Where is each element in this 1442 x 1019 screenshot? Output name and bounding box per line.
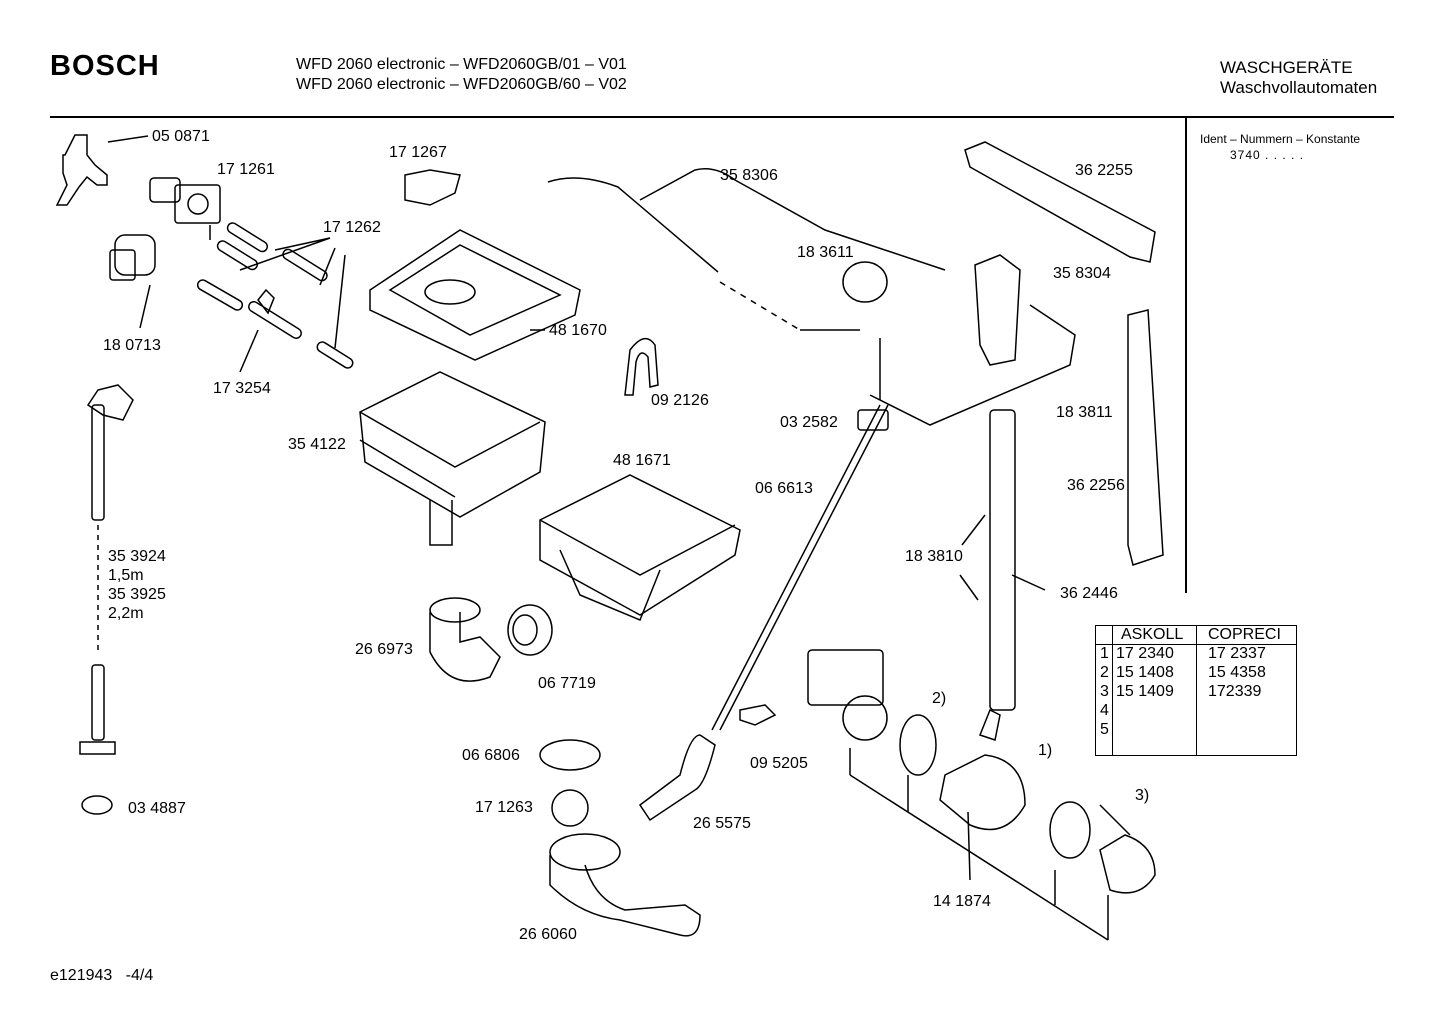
category-title: WASCHGERÄTE [1220,58,1353,77]
part-label: 18 3811 [1056,404,1113,421]
table-row-number: 1 [1100,645,1109,662]
long-hose-part [547,168,946,331]
part-label: 18 0713 [103,337,161,354]
part-label: 05 0871 [152,128,210,145]
part-label: 26 6973 [355,641,413,658]
part-label: 35 4122 [288,436,346,453]
hose-set [196,222,354,373]
callout-label: 2) [932,690,947,707]
inlet-valve-part [149,177,221,240]
drain-pump-part [807,649,1156,941]
lid-clip-part [404,169,461,206]
table-cell-askoll: 15 1409 [1116,683,1174,700]
document-code: e121943 [50,967,113,984]
table-cell-copreci: 172339 [1208,683,1262,700]
hose-option: 2,2m [108,605,144,622]
part-label: 09 2126 [651,392,709,409]
table-cell-askoll: 15 1408 [1116,664,1174,681]
fork-clip-part [624,337,659,396]
table-cell-askoll: 17 2340 [1116,645,1174,662]
table-row-number: 3 [1100,683,1109,700]
detergent-drawer-part [539,474,741,621]
part-label: 48 1670 [549,322,607,339]
footer: e121943 -4/4 [50,967,153,985]
air-trap-part [800,254,1076,426]
bellows-part [429,597,501,682]
grommet-part [81,795,113,815]
ident-label: Ident – Nummern – Konstante [1200,132,1361,146]
part-label: 26 6060 [519,926,577,943]
part-label: 06 6613 [755,480,813,497]
pressure-switch-part [842,261,888,400]
part-label: 36 2446 [1060,585,1118,602]
hose-option: 35 3924 [108,548,166,565]
single-valve-part [109,234,156,329]
small-clip-part [739,704,777,726]
part-label: 36 2255 [1075,162,1133,179]
part-label: 35 8304 [1053,265,1111,282]
part-label: 17 1263 [475,799,533,816]
part-label: 06 7719 [538,675,596,692]
model-line-1: WFD 2060 electronic – WFD2060GB/01 – V01 [296,56,627,73]
sump-hose-part [549,833,701,937]
part-label: 18 3611 [797,244,854,261]
table-rule [1112,626,1113,755]
y-connector-part [55,134,149,206]
part-label: 35 8306 [720,167,778,184]
part-label: 17 1267 [389,144,447,161]
long-drain-hose-part [79,384,134,755]
table-cell-copreci: 15 4358 [1208,664,1266,681]
part-label: 48 1671 [613,452,671,469]
part-label: 17 1262 [323,219,381,236]
part-label: 17 1261 [217,161,275,178]
part-label: 06 6806 [462,747,520,764]
drain-bend-part [638,734,716,822]
table-row-number: 4 [1100,702,1109,719]
part-label: 17 3254 [213,380,271,397]
hose-option: 1,5m [108,567,144,584]
seal-ring-part [507,604,553,656]
upper-bracket-part [964,141,1156,263]
model-line-2: WFD 2060 electronic – WFD2060GB/60 – V02 [296,76,627,93]
part-label: 36 2256 [1067,477,1125,494]
callout-label: 1) [1038,742,1053,759]
header-rule [50,116,1394,118]
dispenser-top-part [369,229,581,361]
vertical-tube-part [959,409,1046,711]
table-row-number: 5 [1100,721,1109,738]
part-label: 09 5205 [750,755,808,772]
category-subtitle: Waschvollautomaten [1220,78,1378,97]
table-rule [1196,626,1197,755]
thin-drain-hose-part [711,404,889,731]
table-row-number: 2 [1100,664,1109,681]
ident-value: 3740 . . . . . [1230,148,1305,162]
ball-part [551,789,589,827]
callout-label: 3) [1135,787,1150,804]
dispenser-housing-part [359,371,546,546]
side-rule [1185,118,1187,593]
part-label: 03 4887 [128,800,186,817]
part-label: 14 1874 [933,893,991,910]
side-rail-part [1127,309,1164,566]
page-number: -4/4 [125,967,154,984]
table-cell-copreci: 17 2337 [1208,645,1266,662]
brand-logo: BOSCH [50,50,160,82]
table-header-copreci: COPRECI [1208,626,1281,643]
hose-clamp-part [539,739,601,771]
hose-option: 35 3925 [108,586,166,603]
part-label: 03 2582 [780,414,838,431]
part-label: 18 3810 [905,548,963,565]
supplier-table: ASKOLL COPRECI 1 17 2340 17 2337 2 15 14… [1095,625,1297,756]
part-label: 26 5575 [693,815,751,832]
table-header-askoll: ASKOLL [1121,626,1184,643]
